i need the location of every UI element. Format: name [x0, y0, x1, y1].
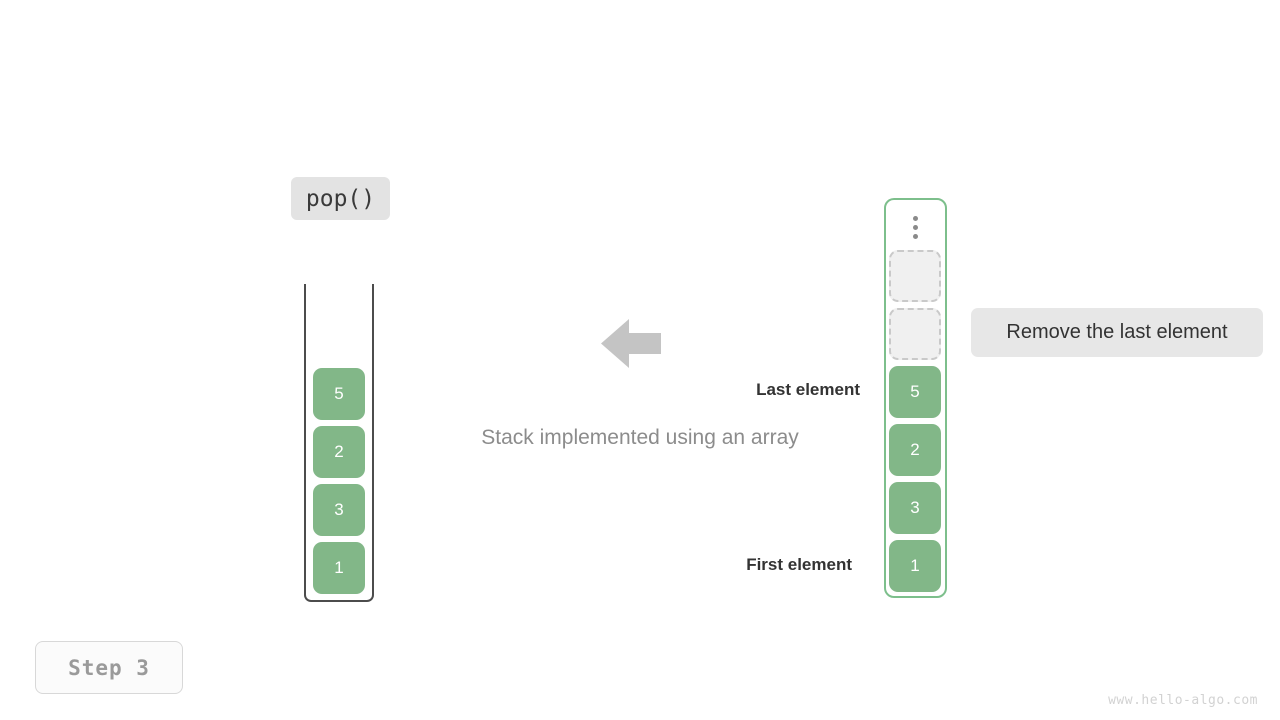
diagram-caption: Stack implemented using an array	[481, 426, 799, 449]
vertical-ellipsis-icon	[886, 209, 945, 245]
step-label: Step 3	[68, 655, 150, 680]
stack-element: 3	[313, 484, 365, 536]
array-element: 5	[889, 366, 941, 418]
step-badge: Step 3	[35, 641, 183, 694]
tooltip-remove-last-element: Remove the last element	[971, 308, 1263, 357]
stack-element: 2	[313, 426, 365, 478]
array-container: 1 3 2 5	[884, 198, 947, 598]
array-empty-slot	[889, 250, 941, 302]
first-element-label: First element	[746, 555, 852, 574]
operation-label: pop()	[305, 185, 376, 212]
array-item-list: 1 3 2 5	[889, 250, 941, 592]
stack-walls	[304, 284, 374, 602]
stack-element: 5	[313, 368, 365, 420]
last-element-label: Last element	[756, 380, 860, 399]
array-element: 3	[889, 482, 941, 534]
tooltip-label: Remove the last element	[1006, 321, 1228, 343]
array-element: 1	[889, 540, 941, 592]
stack-item-list: 1 3 2 5	[313, 368, 365, 594]
watermark: www.hello-algo.com	[1108, 693, 1258, 708]
stack-element: 1	[313, 542, 365, 594]
array-empty-slot	[889, 308, 941, 360]
arrow-left-icon	[601, 317, 661, 370]
array-element: 2	[889, 424, 941, 476]
operation-badge: pop()	[291, 177, 390, 220]
stack-container: 1 3 2 5	[304, 284, 374, 602]
